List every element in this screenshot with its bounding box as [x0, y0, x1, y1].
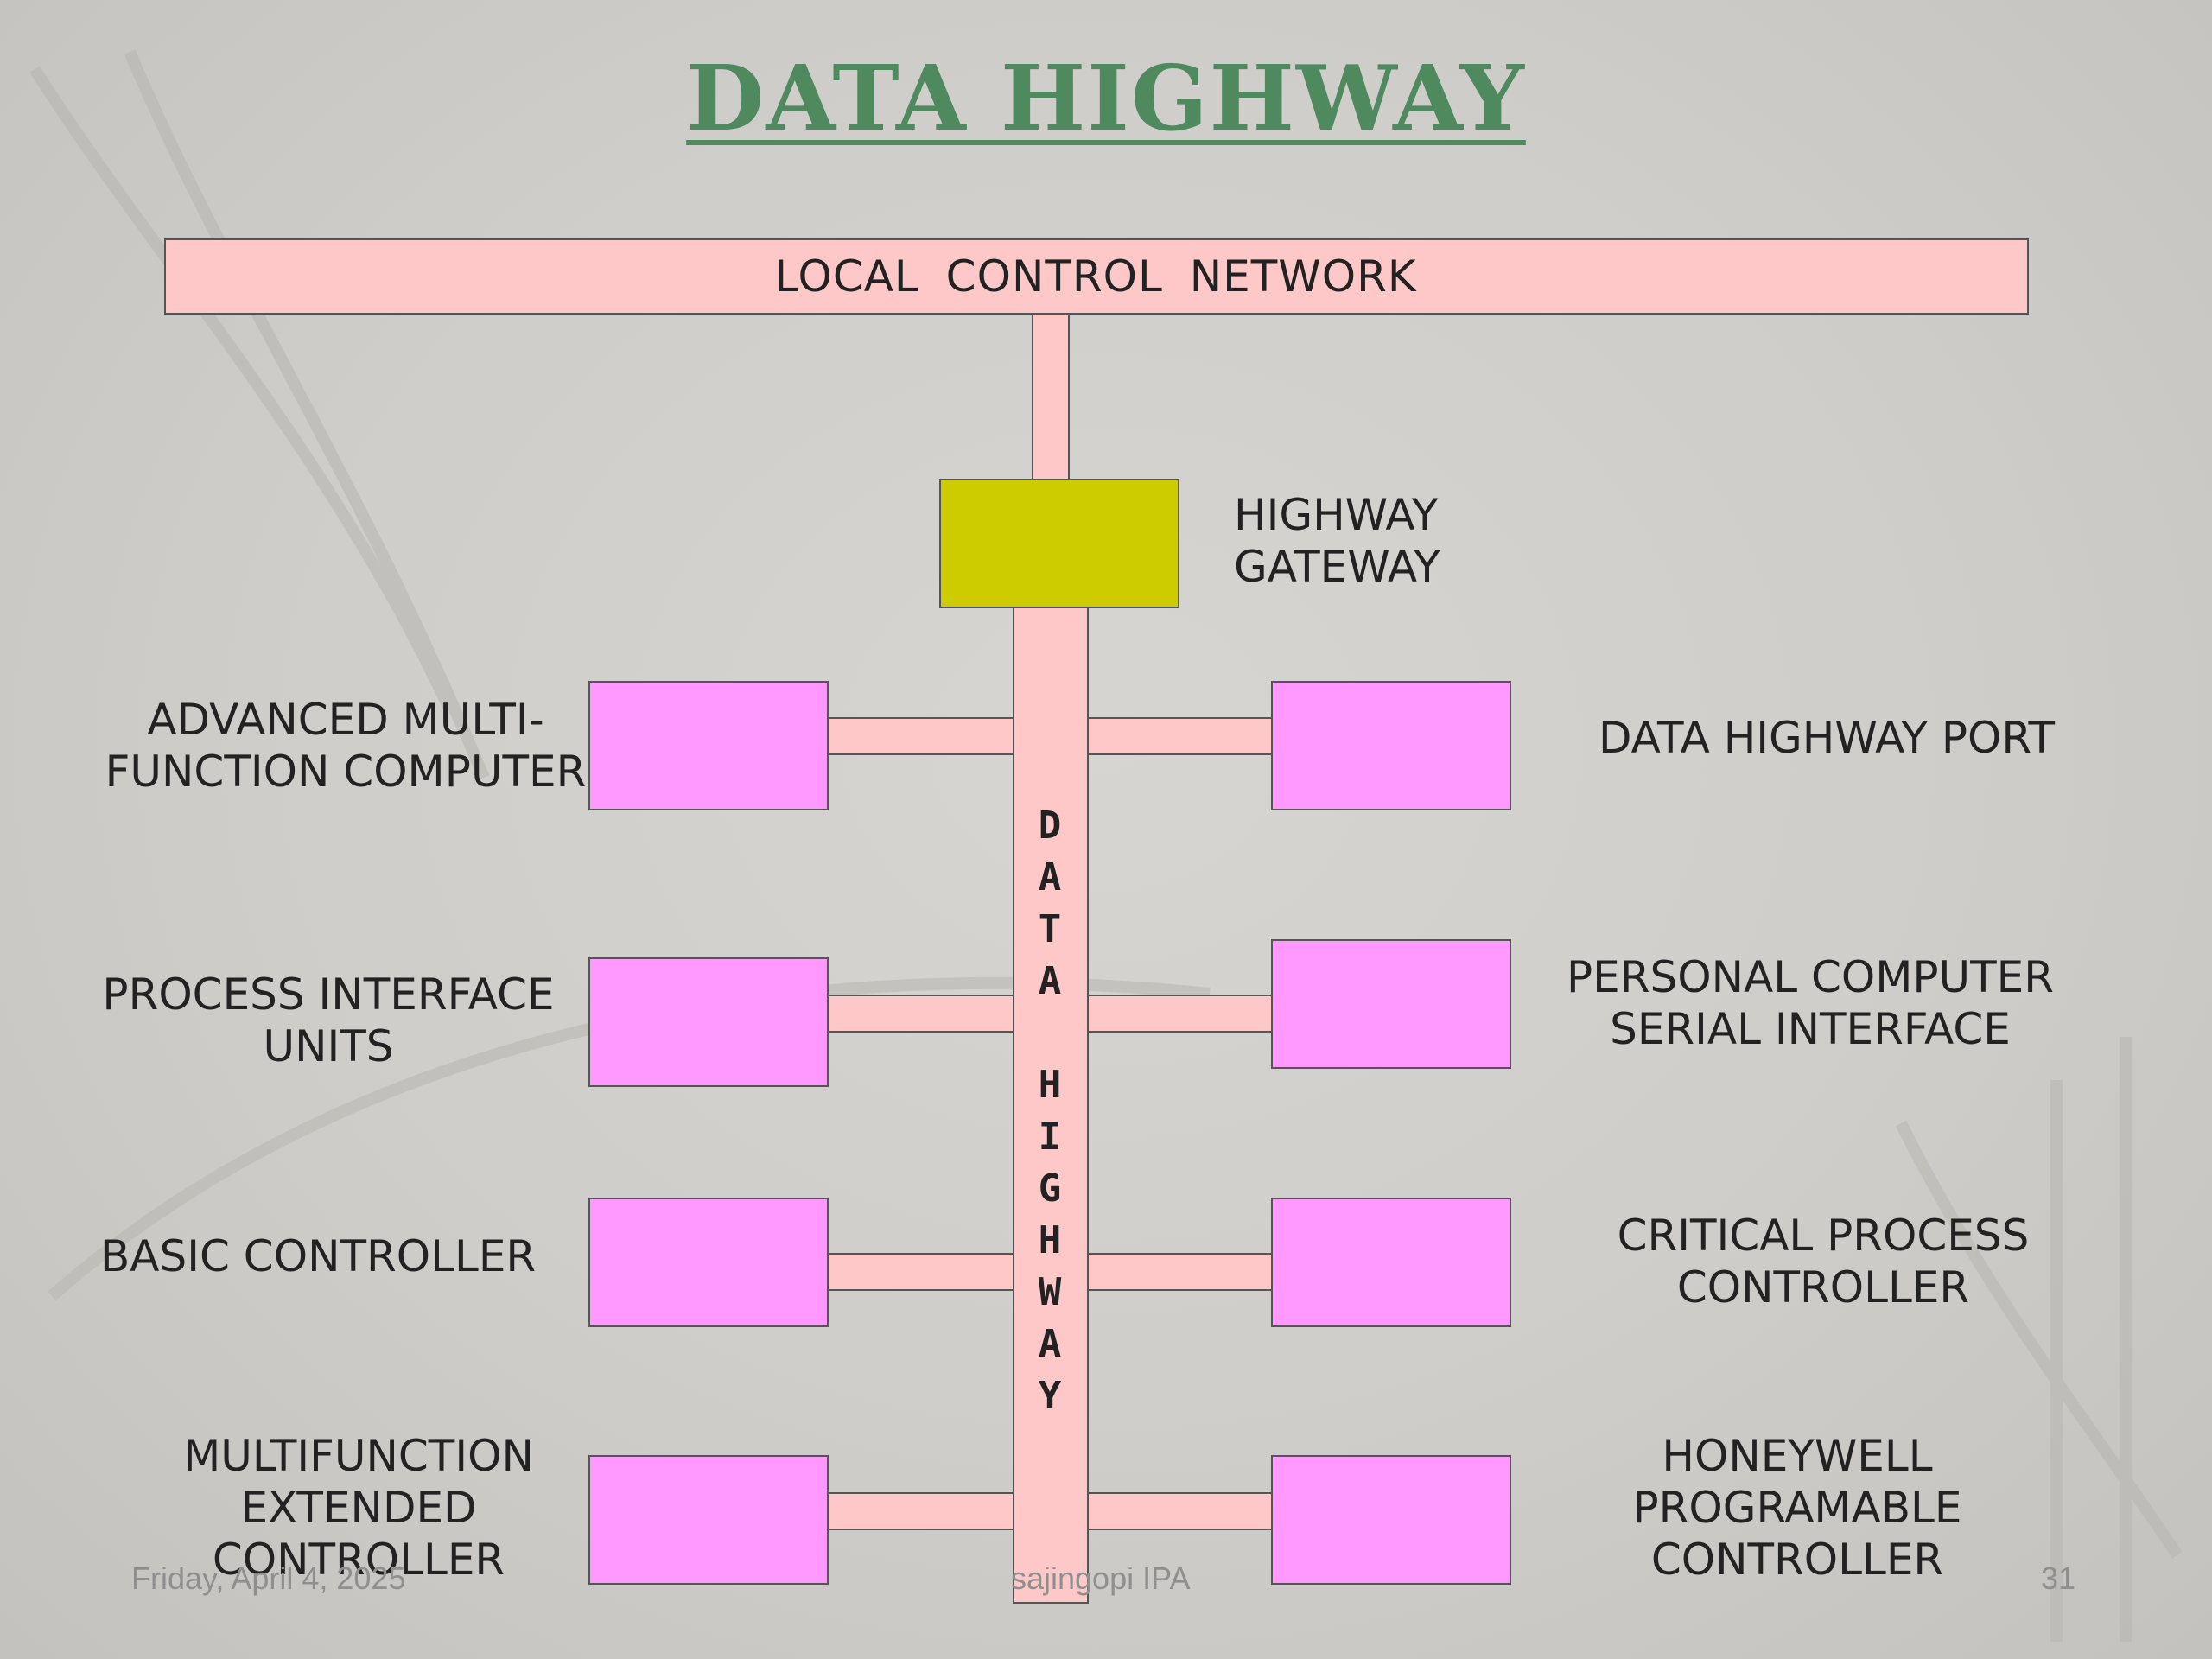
label-line: CONTROLLER — [1676, 1262, 1970, 1313]
local-control-network-bar — [164, 238, 2029, 315]
label-personal-computer-serial-interface: PERSONAL COMPUTER SERIAL INTERFACE — [1547, 951, 2074, 1055]
label-line: CONTROLLER — [212, 1535, 505, 1585]
node-box-honeywell-programable-controller — [1271, 1455, 1511, 1585]
label-line: CRITICAL PROCESS — [1617, 1211, 2030, 1261]
label-line: CONTROLLER — [1650, 1535, 1944, 1585]
label-line: PERSONAL COMPUTER — [1567, 952, 2054, 1002]
network-gateway-connector — [1032, 313, 1070, 480]
label-data-highway-port: DATA HIGHWAY PORT — [1599, 712, 2055, 764]
highway-gateway-box — [939, 479, 1179, 608]
label-line: UNITS — [263, 1021, 394, 1071]
label-line: HONEYWELL — [1662, 1431, 1933, 1481]
node-box-basic-controller — [588, 1198, 829, 1327]
node-box-process-interface-units — [588, 957, 829, 1087]
connector-right-1 — [1087, 717, 1273, 755]
label-line: PROCESS INTERFACE — [102, 969, 555, 1020]
gateway-label-line: HIGHWAY — [1234, 490, 1439, 540]
connector-left-2 — [827, 995, 1014, 1033]
connector-right-3 — [1087, 1253, 1273, 1291]
footer-author: sajingopi IPA — [1011, 1560, 1191, 1596]
connector-right-2 — [1087, 995, 1273, 1033]
label-line: BASIC CONTROLLER — [100, 1231, 537, 1281]
label-advanced-multifunction-computer: ADVANCED MULTI- FUNCTION COMPUTER — [95, 694, 596, 798]
label-critical-process-controller: CRITICAL PROCESS CONTROLLER — [1573, 1210, 2074, 1313]
label-honeywell-programable-controller: HONEYWELL PROGRAMABLE CONTROLLER — [1555, 1430, 2039, 1586]
label-line: EXTENDED — [240, 1483, 477, 1533]
data-highway-bus — [1013, 607, 1089, 1604]
label-multifunction-extended-controller: MULTIFUNCTION EXTENDED CONTROLLER — [121, 1430, 596, 1586]
slide-title: DATA HIGHWAY — [686, 45, 1526, 151]
node-box-advanced-multifunction-computer — [588, 681, 829, 810]
label-line: ADVANCED MULTI- — [147, 695, 544, 745]
connector-right-4 — [1087, 1492, 1273, 1530]
label-basic-controller: BASIC CONTROLLER — [100, 1230, 536, 1282]
label-process-interface-units: PROCESS INTERFACE UNITS — [86, 969, 570, 1072]
label-line: DATA HIGHWAY PORT — [1599, 713, 2056, 763]
node-box-personal-computer-serial-interface — [1271, 939, 1511, 1069]
node-box-multifunction-extended-controller — [588, 1455, 829, 1585]
node-box-critical-process-controller — [1271, 1198, 1511, 1327]
local-control-network-label: LOCAL CONTROL NETWORK — [774, 251, 1417, 302]
label-line: SERIAL INTERFACE — [1610, 1004, 2011, 1054]
footer-date: Friday, April 4, 2025 — [131, 1560, 406, 1596]
gateway-label-line: GATEWAY — [1234, 542, 1440, 592]
node-box-data-highway-port — [1271, 681, 1511, 810]
data-highway-vertical-label: D A T A H I G H W A Y — [1038, 804, 1062, 1418]
connector-left-4 — [827, 1492, 1014, 1530]
highway-gateway-label: HIGHWAY GATEWAY — [1234, 489, 1440, 593]
label-line: FUNCTION COMPUTER — [105, 747, 587, 797]
label-line: PROGRAMABLE — [1632, 1483, 1962, 1533]
connector-left-1 — [827, 717, 1014, 755]
connector-left-3 — [827, 1253, 1014, 1291]
label-line: MULTIFUNCTION — [183, 1431, 534, 1481]
footer-page-number: 31 — [2041, 1560, 2076, 1596]
